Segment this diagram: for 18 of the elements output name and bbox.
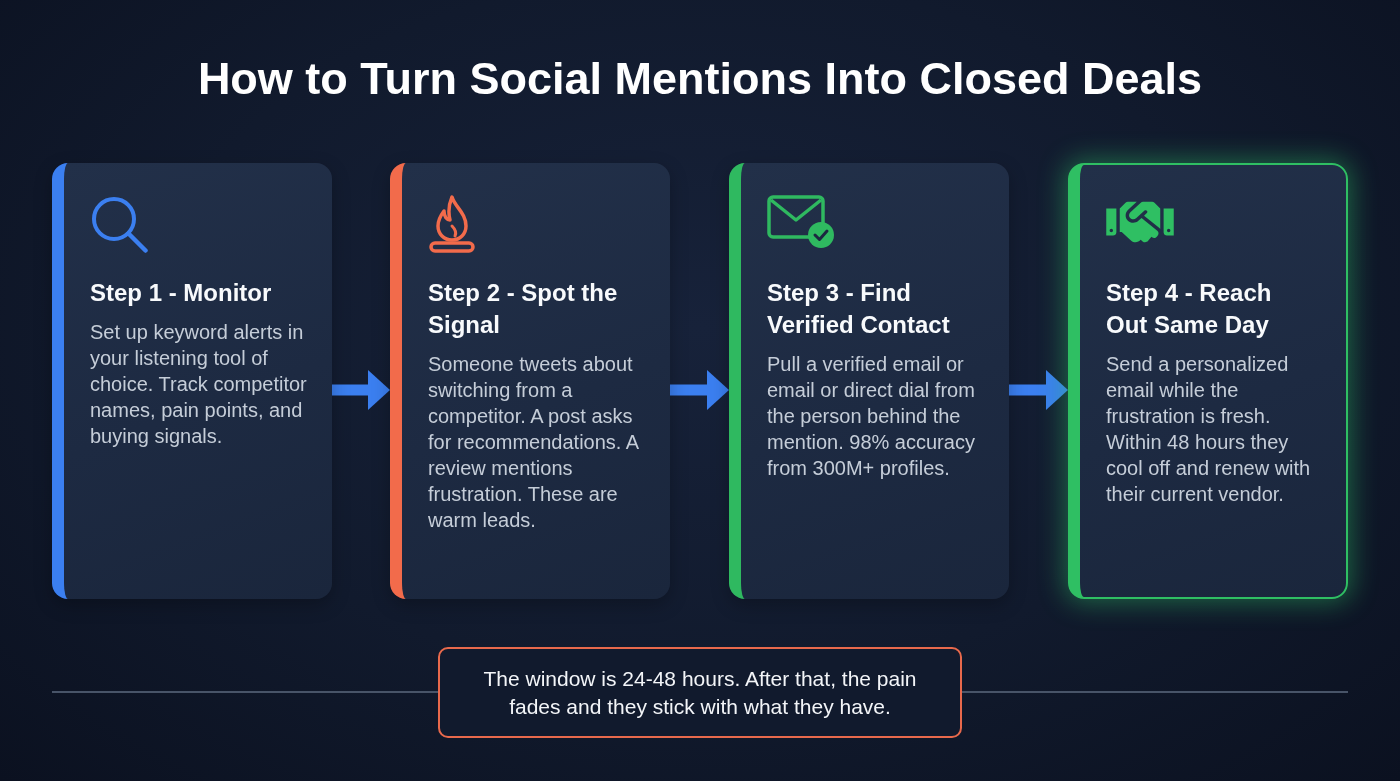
- step-description: Set up keyword alerts in your listening tool of choice. Track competitor names, pain points, and buying signals.: [90, 320, 308, 449]
- callout-box: [438, 647, 962, 738]
- arrow: [332, 370, 390, 410]
- step-heading: Step 4 - Reach Out Same Day: [1106, 278, 1273, 340]
- step-card: [1068, 163, 1348, 599]
- step-description: Pull a verified email or email or direct dial from the person behind the mention. 98% accuracy from 300M+ profiles.: [767, 352, 976, 481]
- step-description: Send a personalized email while the frustration is fresh. Within 48 hours they cool off and renew with their current vendor.: [1106, 352, 1312, 507]
- title: How to Turn Social Mentions Into Closed Deals: [196, 52, 1204, 106]
- arrow: [670, 370, 729, 410]
- step-heading: Step 3 - Find Verified Contact: [767, 278, 951, 340]
- note-text: The window is 24-48 hours. After that, the pain fades and they stick with what they have.: [482, 665, 918, 720]
- step-description: Someone tweets about switching from a competitor. A post asks for recommendations. A review mentions frustration. These are warm leads.: [428, 352, 640, 533]
- step-card: [52, 163, 332, 599]
- step-heading: Step 2 - Spot the Signal: [428, 278, 619, 340]
- step-card: [390, 163, 670, 599]
- step-heading: Step 1 - Monitor: [90, 278, 273, 308]
- arrow: [1009, 370, 1068, 410]
- step-card: [729, 163, 1009, 599]
